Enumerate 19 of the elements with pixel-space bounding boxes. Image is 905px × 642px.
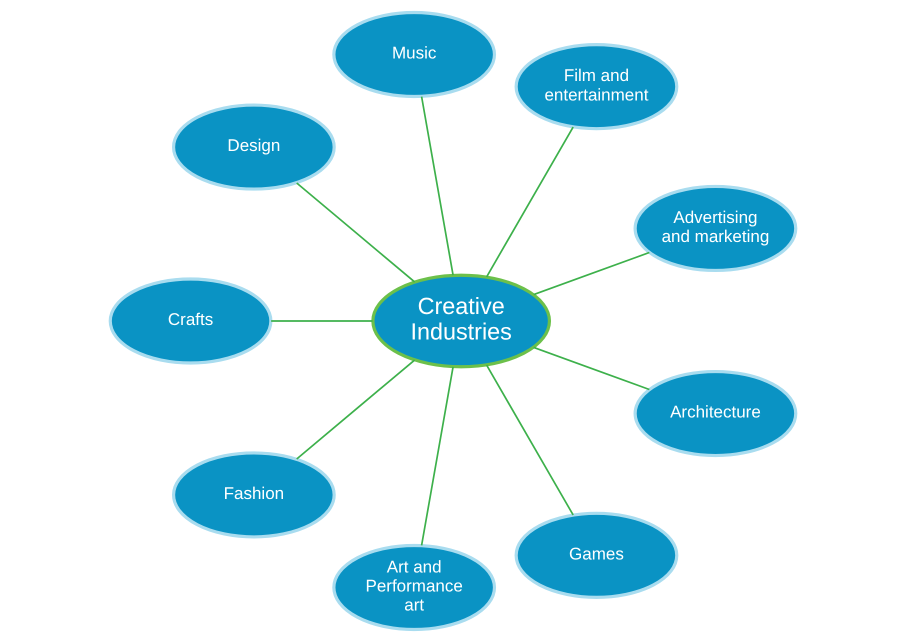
node-ellipse: Design (171, 103, 336, 191)
connector (485, 126, 574, 278)
node-ellipse: Music (332, 10, 496, 98)
connector (532, 252, 650, 296)
connector (420, 96, 454, 276)
node-ellipse: Fashion (171, 451, 336, 539)
connector (485, 364, 574, 516)
node-ellipse: Film and entertainment (514, 43, 678, 130)
connector (270, 320, 372, 322)
node-ellipse: Art and Performance art (332, 544, 496, 632)
node-ellipse: Crafts (108, 277, 272, 365)
node-ellipse: Advertising and marketing (633, 184, 797, 272)
node-ellipse: Architecture (633, 370, 797, 458)
connector (420, 366, 454, 546)
node-ellipse: Games (514, 512, 678, 599)
connector (532, 346, 650, 390)
connector (296, 182, 415, 283)
node-ellipse: Creative Industries (370, 274, 551, 368)
connector (296, 359, 415, 460)
